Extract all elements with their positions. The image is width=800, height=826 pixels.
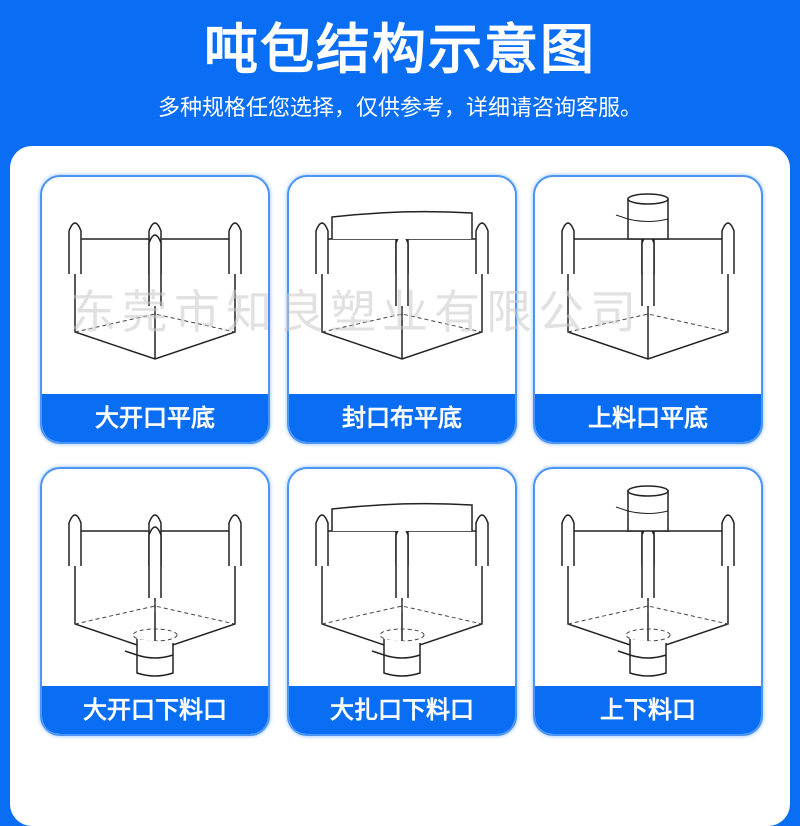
lifting-loop [475, 514, 489, 566]
lifting-loop [315, 514, 329, 566]
top-skirt [331, 502, 473, 531]
ton-bag-diagram [315, 210, 489, 360]
lifting-loop [721, 514, 735, 566]
bag-type-label: 大扎口下料口 [289, 686, 515, 734]
bag-type-label: 大开口平底 [42, 394, 268, 442]
top-spout [615, 193, 669, 240]
bag-type-label: 大开口下料口 [42, 686, 268, 734]
lifting-loop [395, 526, 409, 598]
bag-hidden-edges [321, 239, 483, 333]
ton-bag-diagram [561, 485, 735, 677]
lifting-loop [721, 222, 735, 274]
ton-bag-diagram [561, 193, 735, 360]
lifting-loop [228, 514, 242, 566]
bag-type-card: 大开口平底 [40, 175, 270, 444]
bag-hidden-edges [74, 531, 236, 625]
ton-bag-diagram [315, 502, 489, 677]
bag-type-card: 大开口下料口 [40, 467, 270, 736]
ton-bag-diagram [68, 222, 242, 360]
bag-type-card: 上料口平底 [533, 175, 763, 444]
lifting-loop [561, 514, 575, 566]
bag-type-label: 上料口平底 [535, 394, 761, 442]
bag-hidden-edges [74, 239, 236, 333]
page-title: 吨包结构示意图 [204, 18, 596, 81]
lifting-loop [641, 526, 655, 598]
lifting-loop [315, 222, 329, 274]
bag-type-card: 封口布平底 [287, 175, 517, 444]
page-subtitle: 多种规格任您选择，仅供参考，详细请咨询客服。 [157, 96, 642, 121]
lifting-loop [228, 222, 242, 274]
bottom-spout [124, 628, 178, 677]
lifting-loop [395, 234, 409, 306]
lifting-loop [148, 234, 162, 306]
lifting-loop [68, 514, 82, 566]
ton-bag-diagram [68, 514, 242, 677]
lifting-loop [68, 222, 82, 274]
bag-type-label: 上下料口 [535, 686, 761, 734]
bag-type-card: 大扎口下料口 [287, 467, 517, 736]
lifting-loop [148, 526, 162, 598]
lifting-loop [561, 222, 575, 274]
top-skirt [331, 210, 473, 239]
bag-type-card: 上下料口 [533, 467, 763, 736]
bottom-spout [617, 628, 671, 677]
bag-hidden-edges [567, 531, 729, 625]
bag-hidden-edges [321, 531, 483, 625]
lifting-loop [641, 234, 655, 306]
top-spout [615, 485, 669, 532]
bottom-spout [371, 628, 425, 677]
lifting-loop [475, 222, 489, 274]
bag-hidden-edges [567, 239, 729, 333]
bag-type-label: 封口布平底 [289, 394, 515, 442]
